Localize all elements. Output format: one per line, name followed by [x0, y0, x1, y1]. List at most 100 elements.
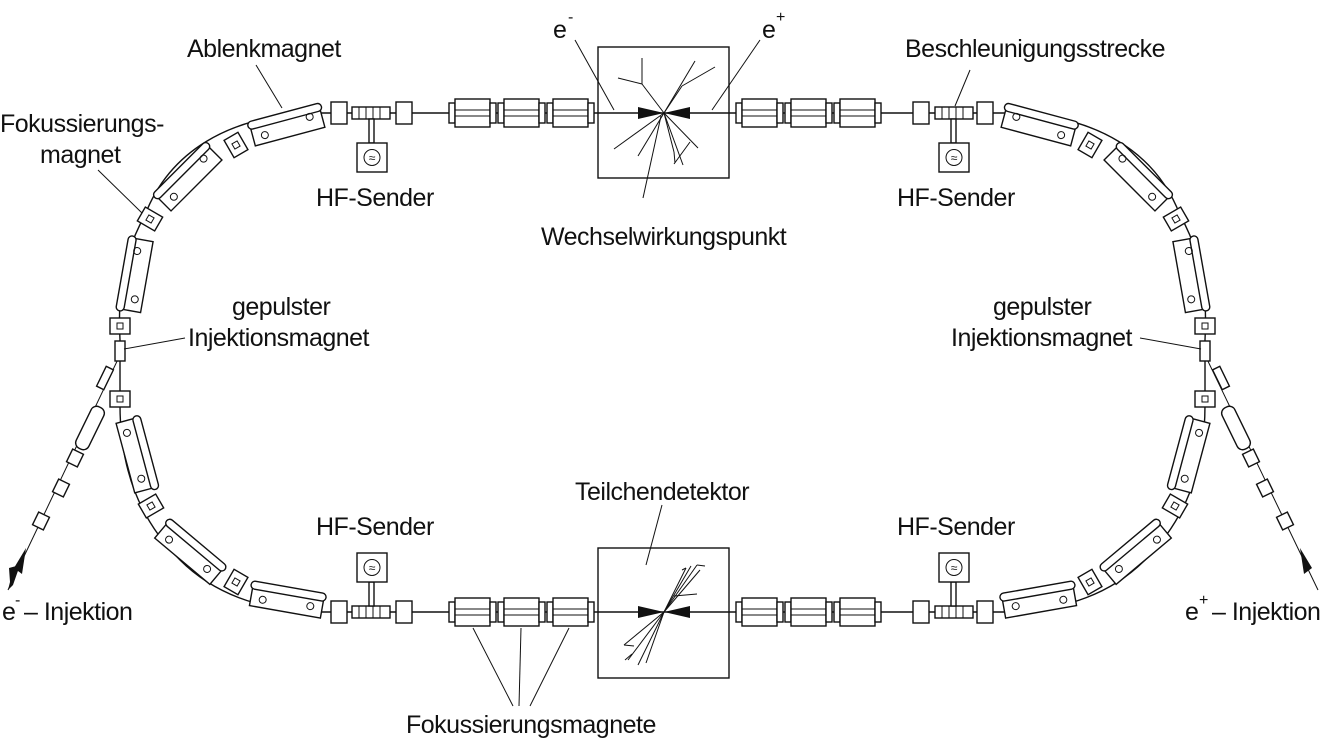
- focusing-magnet: [735, 98, 784, 128]
- injection-quad: [65, 448, 85, 468]
- focusing-magnet: [546, 98, 595, 128]
- straight-quad: [330, 101, 348, 125]
- hf-sender-wave-icon: ≈: [951, 151, 958, 165]
- svg-text:+: +: [776, 9, 785, 26]
- waveguide: [950, 581, 957, 607]
- label-fokussierungsmagnet-line2: magnet: [40, 141, 121, 169]
- arc-quad: [1162, 206, 1190, 232]
- injection-quads-right: [1211, 365, 1295, 531]
- bending-magnets-right-arc: [999, 102, 1211, 619]
- svg-text:e: e: [2, 598, 15, 626]
- injection-arrow-right-icon: [1300, 548, 1312, 574]
- injection-septum: [95, 365, 115, 391]
- beam-electron-arrow-icon: [638, 606, 664, 618]
- label-wechselwirkungspunkt: Wechselwirkungspunkt: [541, 223, 787, 251]
- hf-sender-icon: [363, 149, 381, 166]
- svg-text:– Injektion: – Injektion: [1212, 598, 1320, 626]
- label-e-minus-injection: e - – Injektion: [2, 592, 133, 626]
- acceleration-cavity: [351, 605, 391, 619]
- bending-magnet: [152, 141, 223, 212]
- svg-text:e: e: [553, 16, 566, 44]
- acceleration-cavity: [351, 106, 391, 120]
- label-ablenkmagnet: Ablenkmagnet: [187, 35, 341, 63]
- beam-electron-arrow-icon: [638, 107, 664, 119]
- arc-quad: [223, 131, 249, 159]
- focusing-magnet: [784, 98, 833, 128]
- focusing-magnet: [735, 597, 784, 627]
- bending-magnet: [1099, 518, 1173, 586]
- straight-quads: [330, 101, 994, 624]
- svg-text:-: -: [568, 9, 573, 26]
- hf-sender-box: [356, 142, 388, 173]
- svg-text:-: -: [15, 592, 20, 609]
- bending-magnet: [248, 580, 327, 619]
- focusing-magnet: [448, 98, 497, 128]
- hf-sender-wave-icon: ≈: [369, 561, 376, 575]
- focusing-magnet: [497, 98, 546, 128]
- acceleration-cavity: [934, 106, 974, 120]
- injection-quad: [51, 478, 71, 498]
- bending-magnet: [115, 235, 154, 314]
- beam-path: [7, 112, 1319, 613]
- beam-arc-right: [1019, 112, 1207, 613]
- focusing-magnet: [448, 597, 497, 627]
- pulsed-injection-magnet-left: [114, 340, 126, 362]
- hf-sender-box: [356, 552, 388, 583]
- particle-tracks-bottom: [623, 564, 706, 666]
- label-hf-sender-bottom-right: HF-Sender: [897, 513, 1015, 541]
- arc-quad: [1161, 493, 1189, 519]
- beam-positron-arrow-icon: [664, 606, 690, 618]
- bending-magnet: [1172, 235, 1211, 314]
- waveguide: [368, 118, 375, 144]
- pulsed-injection-magnet-right: [1199, 340, 1211, 362]
- rf-station-bottom-right: ≈: [934, 552, 974, 619]
- focusing-magnets: [448, 98, 882, 627]
- arc-quad: [223, 568, 249, 596]
- particle-detector: [597, 547, 730, 679]
- straight-quad: [395, 101, 413, 125]
- label-e-plus-injection: e + – Injektion: [1185, 592, 1321, 626]
- rf-station-top-right: ≈: [934, 106, 974, 173]
- bending-magnets-left-arc: [115, 102, 327, 619]
- straight-quad: [976, 101, 994, 125]
- hf-sender-box: [938, 552, 970, 583]
- arc-quad: [137, 493, 165, 519]
- injection-bend-magnet: [74, 405, 106, 451]
- injection-line-right: [1204, 354, 1319, 591]
- injection-quad: [1241, 448, 1261, 468]
- arc-quad: [1077, 131, 1103, 159]
- straight-quad: [912, 600, 930, 624]
- label-hf-sender-top-left: HF-Sender: [316, 184, 434, 212]
- label-positron: e +: [762, 9, 785, 44]
- hf-sender-wave-icon: ≈: [951, 561, 958, 575]
- bending-magnet: [115, 415, 160, 494]
- arc-quad: [136, 206, 164, 232]
- svg-text:e: e: [762, 16, 775, 44]
- injection-line-left: [7, 354, 121, 591]
- label-injection-left-line2: Injektionsmagnet: [188, 324, 370, 352]
- label-teilchendetektor: Teilchendetektor: [575, 478, 749, 506]
- bending-magnet: [1000, 102, 1079, 147]
- label-hf-sender-top-right: HF-Sender: [897, 184, 1015, 212]
- particle-tracks-top: [613, 58, 716, 166]
- bending-magnet: [1166, 415, 1211, 494]
- focusing-magnet: [546, 597, 595, 627]
- beam-positron-arrow-icon: [664, 107, 690, 119]
- straight-quad: [330, 600, 348, 624]
- svg-text:– Injektion: – Injektion: [24, 598, 132, 626]
- arc-quad: [1194, 317, 1216, 335]
- hf-sender-box: [938, 142, 970, 173]
- svg-text:+: +: [1199, 592, 1208, 609]
- rf-station-top-left: ≈: [351, 106, 391, 173]
- label-beschleunigungsstrecke: Beschleunigungsstrecke: [905, 35, 1165, 63]
- label-fokussierungsmagnet-line1: Fokussierungs-: [0, 110, 164, 138]
- focusing-magnet: [784, 597, 833, 627]
- waveguide: [368, 581, 375, 607]
- leader-lines: [97, 39, 1202, 707]
- label-electron: e -: [553, 9, 573, 44]
- focusing-magnet: [833, 98, 882, 128]
- interaction-point-detector: [597, 46, 730, 179]
- straight-quad: [395, 600, 413, 624]
